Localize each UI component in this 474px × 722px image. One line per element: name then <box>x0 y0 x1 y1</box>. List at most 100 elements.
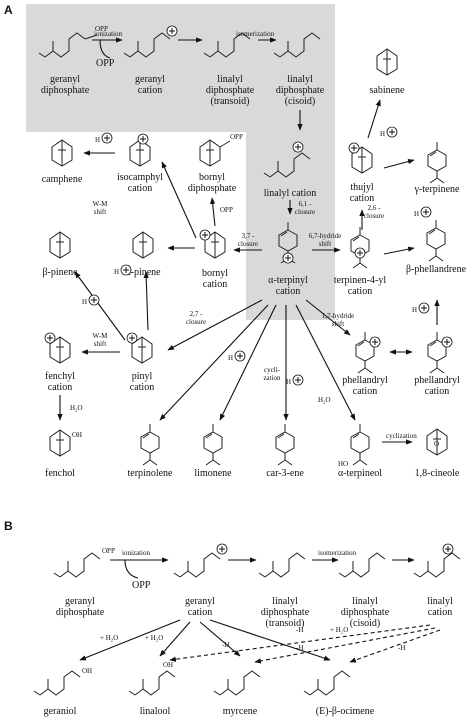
svg-text:H: H <box>82 298 87 306</box>
b-linalyl-cation-structure <box>413 543 461 578</box>
h2o-label-1: H₂O <box>70 404 83 412</box>
label-fenchol: fenchol <box>45 468 75 479</box>
opp-leaving-a: OPP <box>96 58 115 69</box>
sabinene-structure <box>376 48 398 76</box>
svg-text:OH: OH <box>82 667 92 675</box>
label-limonene: limonene <box>194 468 232 479</box>
isocamphyl-cation-structure <box>129 133 151 167</box>
closure-27: 2,7 -closure <box>186 310 206 326</box>
label-linalyl-cation: linalyl cation <box>264 188 317 199</box>
h-plus-labels: H H H H H H H H <box>82 126 432 386</box>
car-3-ene-structure <box>275 423 295 466</box>
label-alpha-pinene: α-pinene <box>125 267 161 278</box>
label-linalool: linalool <box>140 706 171 717</box>
terpinen-4-yl-cation-structure <box>350 226 370 269</box>
h2o-plus-3: + H₂O <box>330 626 348 634</box>
fenchol-structure: OH <box>49 429 82 457</box>
panel-a-arrows <box>57 37 440 445</box>
cyclization-2: cyclization <box>386 432 417 440</box>
linalool-structure: OH <box>128 661 176 696</box>
closure-26: 2,6 -closure <box>364 204 384 220</box>
ionization-label-b: ionization <box>122 549 150 557</box>
camphene-structure <box>51 139 73 167</box>
isomerization-label-b: isomerization <box>318 549 357 557</box>
phellandryl-cation-1-structure <box>355 331 381 374</box>
svg-text:HO: HO <box>338 460 348 468</box>
svg-text:O: O <box>434 440 439 448</box>
label-gamma-terpinene: γ-terpinene <box>414 184 461 195</box>
h2o-label-2: H₂O <box>318 396 331 404</box>
svg-text:H: H <box>228 354 233 362</box>
h2o-plus-1: + H₂O <box>100 634 118 642</box>
geranyl-diphosphate-structure: OPP <box>38 25 108 58</box>
alpha-terpineol-structure: HO <box>338 423 370 468</box>
opp-leaving-b: OPP <box>132 580 151 591</box>
closure-37: 3,7 -closure <box>238 232 258 248</box>
svg-text:H: H <box>414 210 419 218</box>
label-beta-pinene: β-pinene <box>42 267 78 278</box>
svg-text:OPP: OPP <box>102 547 115 555</box>
b-geranyl-cation-structure <box>173 543 228 578</box>
bornyl-diphosphate-structure: OPP <box>199 133 243 167</box>
b-linalyl-diphosphate-transoid-structure <box>258 552 306 578</box>
label-camphene: camphene <box>42 174 83 185</box>
geraniol-structure: OH <box>33 667 92 696</box>
svg-text:OPP: OPP <box>95 25 108 33</box>
label-cineole: 1,8-cineole <box>415 468 460 479</box>
h-minus-3: -H <box>296 644 303 652</box>
h-minus-2: -H <box>296 626 303 634</box>
alpha-pinene-structure <box>132 231 154 259</box>
beta-phellandrene-structure <box>426 219 446 262</box>
panel-label-a: A <box>4 3 13 17</box>
label-beta-phellandrene: β-phellandrene <box>406 264 467 275</box>
label-car-3-ene: car-3-ene <box>266 468 304 479</box>
fenchyl-cation-structure <box>44 332 71 364</box>
thujyl-cation-structure <box>348 142 373 174</box>
bornyl-cation-structure <box>199 229 226 259</box>
svg-text:OH: OH <box>163 661 173 669</box>
svg-text:H: H <box>380 130 385 138</box>
panel-b-arrows <box>79 557 441 664</box>
ocimene-structure <box>303 670 351 696</box>
label-terpinolene: terpinolene <box>128 468 174 479</box>
label-alpha-terpineol: α-terpineol <box>338 468 382 479</box>
label-ocimene: (E)-β-ocimene <box>316 706 375 717</box>
svg-text:OPP: OPP <box>230 133 243 141</box>
beta-pinene-structure <box>49 231 71 259</box>
svg-text:H: H <box>412 306 417 314</box>
terpinolene-structure <box>140 423 160 466</box>
svg-text:H: H <box>95 136 100 144</box>
cyclization-1: cycli-zation <box>263 366 281 382</box>
ionization-label-a: ionization <box>94 30 122 38</box>
h-minus-4: -H <box>398 644 405 652</box>
panel-label-b: B <box>4 519 13 533</box>
svg-text:OH: OH <box>72 431 82 439</box>
svg-text:H: H <box>114 268 119 276</box>
pinyl-cation-structure <box>126 332 153 364</box>
closure-61: 6,1 -closure <box>295 200 315 216</box>
label-sabinene: sabinene <box>370 85 406 96</box>
label-myrcene: myrcene <box>223 706 258 717</box>
